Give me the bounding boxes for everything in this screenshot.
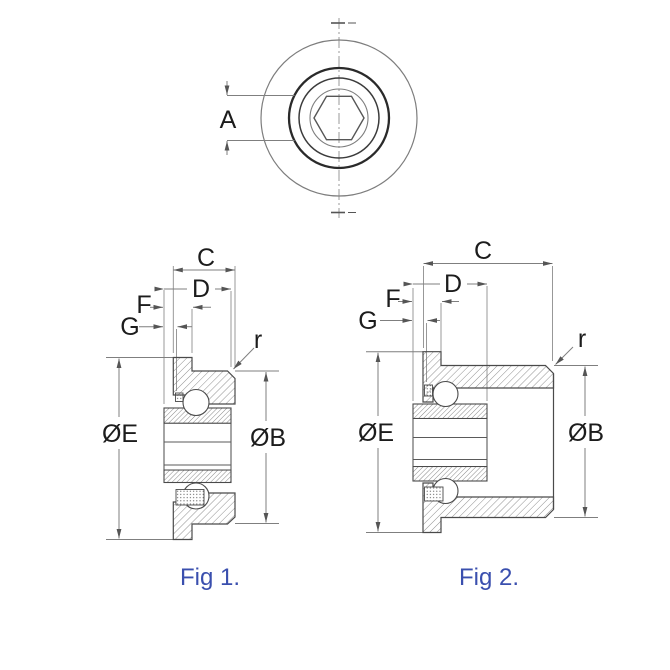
fig2-seal-top	[424, 384, 433, 397]
fig1-dim-label-ob: ØB	[250, 424, 286, 452]
dim-label-a: A	[220, 106, 237, 134]
fig1-section: C D F G r ØE	[102, 244, 286, 591]
centerline-ticks	[331, 22, 356, 214]
fig1-dim-label-f: F	[136, 291, 151, 319]
fig1-dim-ob	[235, 370, 279, 524]
fig1-seal-top	[175, 392, 184, 402]
fig2-dim-label-g: G	[358, 307, 377, 335]
inner-ring-circle	[298, 77, 380, 159]
fig1-dim-oe	[106, 357, 174, 540]
bearing-od-circle	[287, 66, 391, 170]
dim-a	[224, 81, 295, 155]
fig1-dim-r	[233, 347, 255, 370]
fig2-seal-bottom-dots	[424, 487, 443, 501]
fig1-dim-label-g: G	[120, 313, 139, 341]
hex-bore	[313, 95, 365, 141]
fig2-ball-top	[432, 380, 459, 408]
fig2-dim-label-c: C	[474, 237, 492, 265]
fig2-caption: Fig 2.	[459, 564, 519, 591]
fig2-dim-label-d: D	[444, 270, 462, 298]
fig2-dim-label-f: F	[385, 285, 400, 313]
fig1-dim-label-d: D	[192, 275, 210, 303]
fig2-dim-label-ob: ØB	[568, 419, 604, 447]
fig1-caption: Fig 1.	[180, 564, 240, 591]
top-view: A	[220, 18, 418, 218]
fig2-dim-oe	[366, 351, 423, 533]
fig2-inner-ring	[412, 403, 488, 482]
fig2-section: C D F G r ØE	[358, 237, 604, 591]
fig2-dim-label-r: r	[578, 325, 586, 353]
fig2-dim-label-oe: ØE	[358, 419, 394, 447]
fig2-dim-ob	[554, 365, 598, 518]
fig1-inner-ring	[163, 407, 232, 484]
fig1-dim-label-oe: ØE	[102, 420, 138, 448]
bore-circle	[309, 88, 369, 148]
fig1-dim-label-r: r	[254, 326, 262, 354]
outer-flange-circle	[260, 39, 418, 197]
fig1-dim-label-c: C	[197, 244, 215, 272]
fig1-seal-bottom-dots	[176, 489, 204, 505]
fig1-ball-top	[182, 388, 210, 417]
fig2-dim-r	[555, 346, 574, 365]
